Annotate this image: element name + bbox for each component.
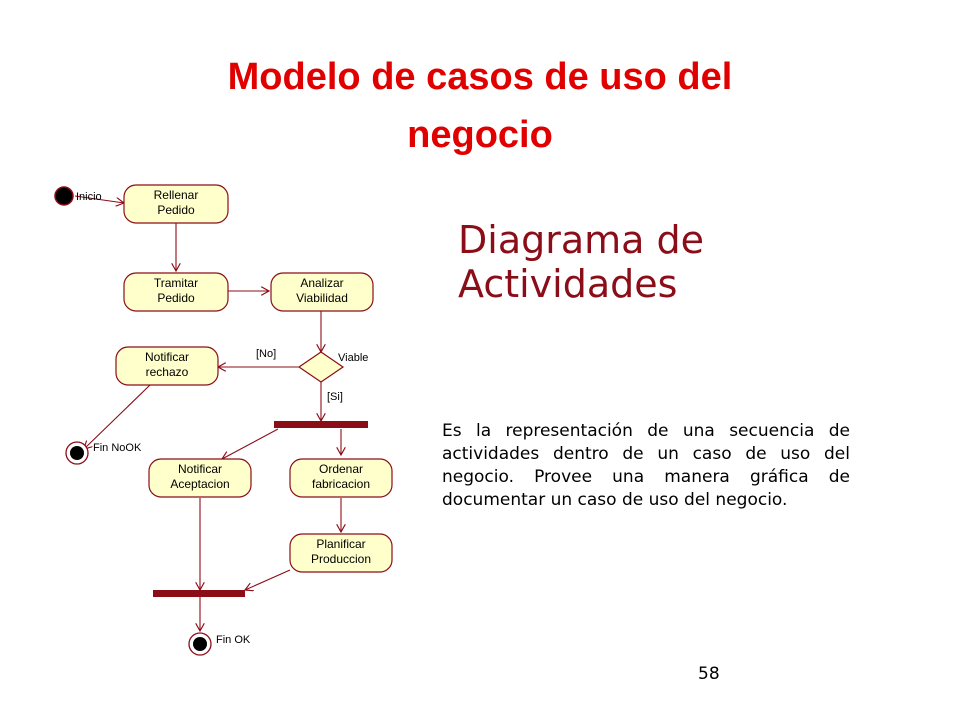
- activity-label: Notificar: [145, 350, 189, 364]
- activity-label: Pedido: [157, 291, 195, 305]
- slide-title-line2: negocio: [407, 114, 553, 156]
- description-text: Es la representación de una secuencia de…: [442, 421, 850, 510]
- activity-ordenar-fabricacion: Ordenar fabricacion: [289, 458, 393, 498]
- label-fin-nook: Fin NoOK: [93, 442, 142, 454]
- arrow-planificar-join: [245, 569, 291, 590]
- join-bar: [153, 590, 245, 597]
- activity-analizar-viabilidad: Analizar Viabilidad: [270, 272, 374, 312]
- activity-tramitar-pedido: Tramitar Pedido: [123, 272, 229, 312]
- activity-label: Tramitar: [154, 276, 198, 290]
- arrow-inicio-rellenar: [74, 195, 124, 203]
- activity-label: Analizar: [300, 276, 343, 290]
- label-viable: Viable: [338, 352, 368, 364]
- final-state-ok-icon: [188, 632, 212, 656]
- diagram-subtitle: Diagrama de Actividades: [458, 218, 898, 306]
- decision-diamond-icon: [297, 351, 345, 383]
- activity-label: Aceptacion: [170, 477, 229, 491]
- page-number: 58: [698, 664, 720, 684]
- activity-label: rechazo: [146, 365, 189, 379]
- activity-label: Planificar: [316, 537, 365, 551]
- activity-label: Notificar: [178, 462, 222, 476]
- activity-label: fabricacion: [312, 477, 370, 491]
- arrow-fork-aceptacion: [222, 428, 279, 459]
- guard-si: [Si]: [327, 391, 343, 403]
- subtitle-line1: Diagrama de: [458, 218, 705, 262]
- activity-label: Pedido: [157, 203, 195, 217]
- slide-title: Modelo de casos de uso del negocio: [80, 48, 880, 164]
- final-state-nook-icon: [65, 441, 89, 465]
- activity-planificar-produccion: Planificar Produccion: [289, 533, 393, 573]
- label-fin-ok: Fin OK: [216, 634, 251, 646]
- guard-no: [No]: [256, 348, 276, 360]
- arrow-rechazo-finnook: [84, 384, 151, 449]
- activity-notificar-aceptacion: Notificar Aceptacion: [148, 458, 252, 498]
- activity-notificar-rechazo: Notificar rechazo: [115, 346, 219, 386]
- activity-rellenar-pedido: Rellenar Pedido: [123, 184, 229, 224]
- transition-arrows: [74, 195, 341, 631]
- activity-label: Viabilidad: [296, 291, 348, 305]
- activity-label: Rellenar: [154, 188, 199, 202]
- subtitle-line2: Actividades: [458, 262, 678, 306]
- label-inicio: Inicio: [76, 191, 102, 203]
- activity-label: Ordenar: [319, 462, 363, 476]
- fork-bar: [274, 421, 368, 428]
- activity-label: Produccion: [311, 552, 371, 566]
- initial-state-icon: [54, 186, 74, 206]
- slide-title-line1: Modelo de casos de uso del: [227, 56, 733, 98]
